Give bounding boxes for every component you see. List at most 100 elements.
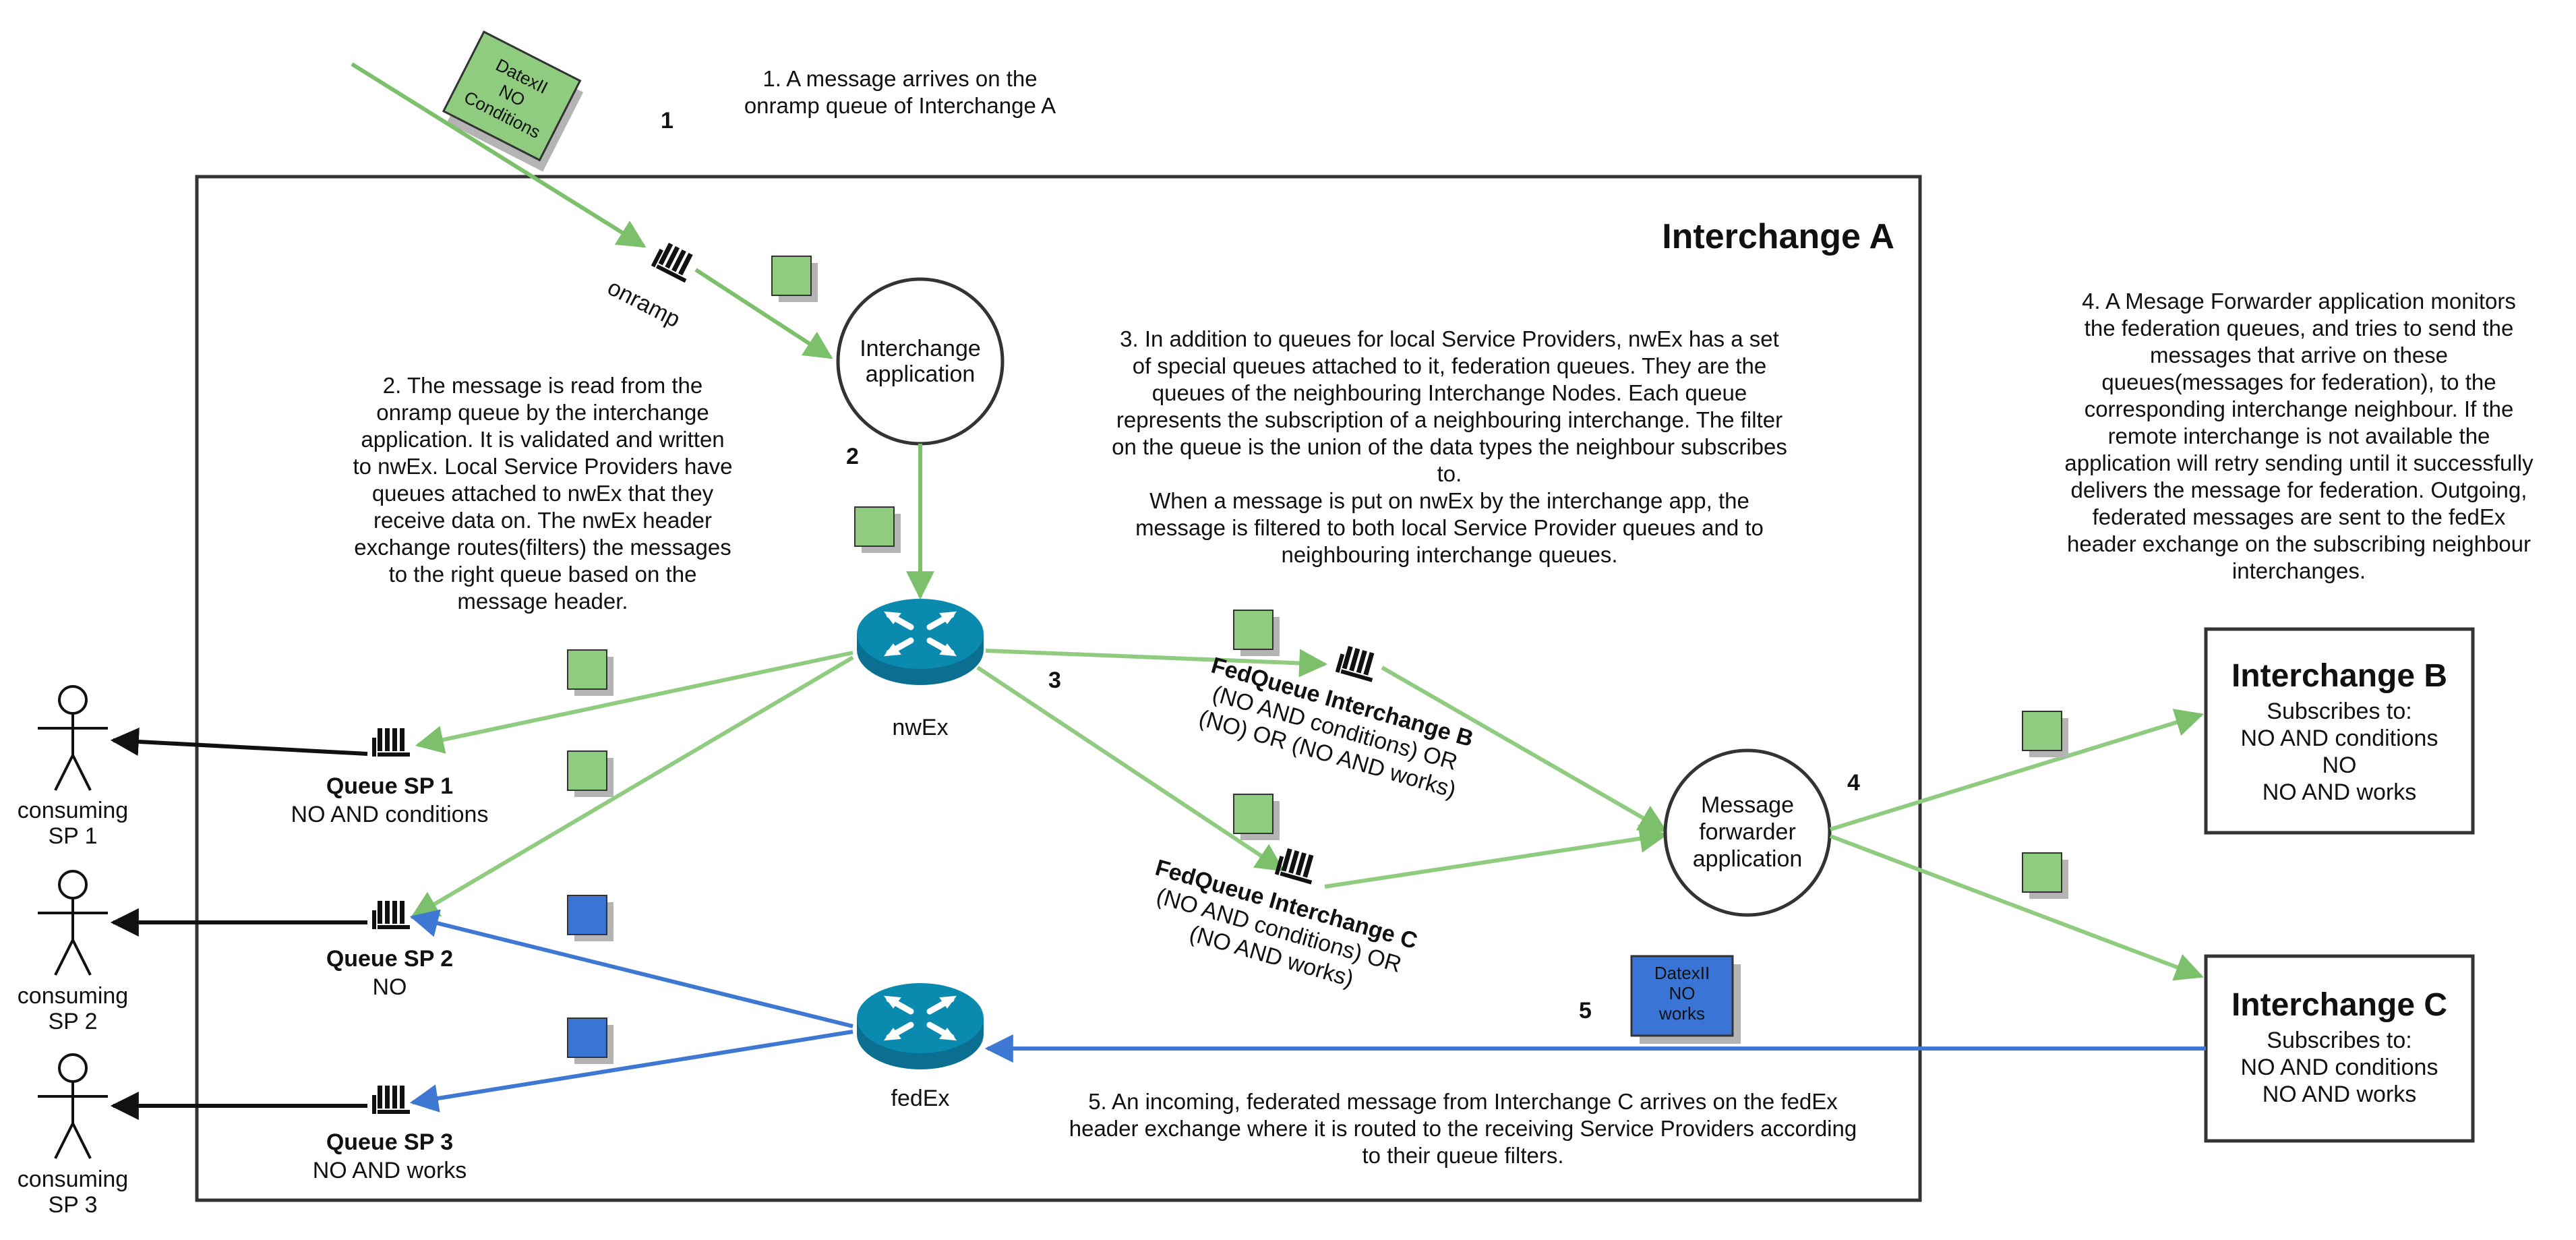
- message-forwarder-application: [1663, 748, 1832, 917]
- message-icon: [1233, 794, 1280, 841]
- note-step-2: 2. The message is read from the onramp q…: [353, 373, 732, 614]
- arrow-fedex-to-sp3: [409, 1030, 853, 1113]
- svg-text:header exchange where it is ro: header exchange where it is routed to th…: [1069, 1116, 1857, 1141]
- fedqueue-b-icon: [1335, 644, 1380, 682]
- fedex-label: fedEx: [891, 1086, 950, 1111]
- message-icon: [2022, 711, 2069, 758]
- svg-text:header exchange on the subscri: header exchange on the subscribing neigh…: [2067, 531, 2531, 556]
- svg-text:1. A message arrives on the: 1. A message arrives on the: [762, 66, 1037, 91]
- onramp-label: onramp: [603, 274, 684, 332]
- interchange-app-label-2: application: [866, 361, 976, 387]
- arrow-nwex-to-sp2: [410, 655, 854, 919]
- interchange-b-line-3: NO: [2323, 752, 2357, 778]
- consumer-sp3-label-1: consuming: [18, 1167, 128, 1192]
- step-2-label: 2: [846, 444, 859, 469]
- arrow-nwex-to-sp1: [415, 651, 853, 754]
- svg-text:queues of the neighbouring Int: queues of the neighbouring Interchange N…: [1152, 380, 1747, 405]
- svg-text:queues attached to nwEx that t: queues attached to nwEx that they: [372, 481, 714, 506]
- interchange-c-box: [2204, 954, 2475, 1143]
- nwex-router-icon: [857, 599, 984, 685]
- consumer-sp1-label-1: consuming: [18, 798, 128, 823]
- message-bottom-line-1: DatexII: [1654, 963, 1710, 983]
- message-icon: [567, 895, 614, 942]
- interchange-c-line-3: NO AND works: [2263, 1082, 2417, 1107]
- consumer-sp3-person-icon: [36, 1053, 109, 1160]
- svg-text:onramp queue of Interchange A: onramp queue of Interchange A: [744, 93, 1056, 118]
- queue-sp1-icon: [372, 728, 410, 757]
- svg-text:5. An incoming, federated mess: 5. An incoming, federated message from I…: [1088, 1089, 1838, 1114]
- arrow-forwarder-to-interchange-b: [1830, 709, 2205, 831]
- consumer-sp1-person-icon: [36, 685, 109, 792]
- note-step-4: 4. A Mesage Forwarder application monito…: [2064, 289, 2534, 583]
- message-icon: [567, 649, 614, 697]
- interchange-c-line-1: Subscribes to:: [2267, 1028, 2412, 1053]
- arrow-nwex-to-fedqueue-c: [976, 666, 1285, 872]
- step-1-label: 1: [661, 108, 673, 134]
- interchange-b-line-4: NO AND works: [2263, 779, 2417, 805]
- forwarder-label-3: application: [1693, 846, 1803, 872]
- svg-text:to nwEx. Local Service Provide: to nwEx. Local Service Providers have: [353, 454, 732, 479]
- svg-text:2. The message is read from th: 2. The message is read from the: [383, 373, 702, 398]
- note-step-1: 1. A message arrives on the onramp queue…: [744, 66, 1056, 118]
- arrow-onramp-to-app: [694, 268, 833, 359]
- queue-sp2-filter: NO: [373, 974, 407, 1000]
- note-step-5: 5. An incoming, federated message from I…: [1069, 1089, 1857, 1168]
- consumer-sp1-label-2: SP 1: [48, 823, 97, 849]
- message-icon: [854, 506, 901, 554]
- message-icon: [567, 1017, 614, 1065]
- queue-sp1-name: Queue SP 1: [326, 773, 453, 799]
- queue-sp3-filter: NO AND works: [313, 1158, 467, 1183]
- queue-sp3-name: Queue SP 3: [326, 1129, 453, 1155]
- message-datex-no-conditions: DatexII NO Conditions: [442, 30, 584, 172]
- note-step-3: 3. In addition to queues for local Servi…: [1112, 326, 1787, 567]
- queue-sp3-icon: [372, 1086, 410, 1114]
- svg-text:onramp queue by the interchang: onramp queue by the interchange: [376, 400, 709, 425]
- svg-text:message header.: message header.: [457, 589, 628, 614]
- message-icon: [771, 256, 818, 303]
- svg-text:on the queue is the union of t: on the queue is the union of the data ty…: [1112, 434, 1787, 459]
- interchange-b-box: [2204, 627, 2475, 835]
- svg-text:exchange routes(filters) the m: exchange routes(filters) the messages: [354, 535, 731, 560]
- svg-text:to their queue filters.: to their queue filters.: [1362, 1143, 1564, 1168]
- consumer-sp3-label-2: SP 3: [48, 1192, 97, 1218]
- svg-text:corresponding interchange neig: corresponding interchange neighbour. If …: [2085, 396, 2514, 421]
- svg-text:remote interchange is not avai: remote interchange is not available the: [2108, 423, 2490, 448]
- arrow-forwarder-to-interchange-c: [1829, 834, 2204, 981]
- fedqueue-c-icon: [1274, 846, 1319, 885]
- svg-text:messages that arrive on these: messages that arrive on these: [2150, 343, 2448, 367]
- forwarder-label-2: forwarder: [1699, 819, 1796, 845]
- svg-text:represents the subscription of: represents the subscription of a neighbo…: [1116, 407, 1783, 432]
- message-icon: [1233, 610, 1280, 657]
- svg-text:federated messages are sent to: federated messages are sent to the fedEx: [2093, 504, 2506, 529]
- interchange-app-label-1: Interchange: [860, 336, 981, 361]
- arrow-nwex-to-fedqueue-b: [985, 649, 1328, 678]
- message-datex-no-works: DatexII NO works: [1630, 955, 1741, 1044]
- interchange-b-title: Interchange B: [2231, 658, 2447, 694]
- forwarder-label-1: Message: [1701, 792, 1794, 818]
- interchange-c-line-2: NO AND conditions: [2241, 1055, 2438, 1080]
- svg-text:application. It is validated a: application. It is validated and written: [361, 427, 724, 452]
- step-3-label: 3: [1048, 668, 1061, 693]
- interchange-b-line-2: NO AND conditions: [2241, 726, 2438, 751]
- arrow-sp1-to-consumer: [110, 728, 368, 756]
- svg-text:delivers the message for feder: delivers the message for federation. Out…: [2071, 477, 2527, 502]
- arrow-fedqueue-b-to-forwarder: [1381, 666, 1668, 833]
- fedex-router-icon: [857, 983, 984, 1069]
- interchange-b-line-1: Subscribes to:: [2267, 699, 2412, 724]
- arrow-fedex-to-sp2: [409, 909, 853, 1028]
- svg-text:to the right queue based on th: to the right queue based on the: [389, 562, 697, 587]
- svg-text:message is filtered to both lo: message is filtered to both local Servic…: [1135, 515, 1764, 540]
- svg-text:When a message is put on nwEx: When a message is put on nwEx by the int…: [1149, 488, 1749, 513]
- step-5-label: 5: [1579, 998, 1592, 1024]
- message-bottom-line-2: NO: [1669, 983, 1696, 1003]
- queue-sp2-icon: [372, 901, 410, 929]
- queue-sp2-name: Queue SP 2: [326, 946, 453, 972]
- svg-text:3. In addition to queues for l: 3. In addition to queues for local Servi…: [1120, 326, 1779, 351]
- message-icon: [567, 750, 614, 798]
- svg-text:neighbouring interchange queue: neighbouring interchange queues.: [1281, 542, 1617, 567]
- nwex-label: nwEx: [892, 715, 948, 740]
- svg-text:to.: to.: [1437, 461, 1462, 486]
- svg-text:the federation queues, and tri: the federation queues, and tries to send…: [2085, 316, 2514, 341]
- interchange-c-title: Interchange C: [2231, 987, 2447, 1023]
